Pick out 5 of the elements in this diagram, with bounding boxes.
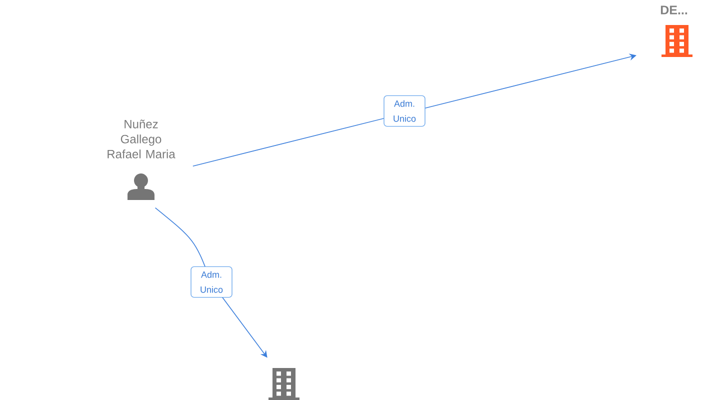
person-name: Nuñez Gallego Rafael Maria — [108, 120, 176, 158]
edge-label: Adm. Unico — [384, 95, 426, 127]
edge-label: Adm. Unico — [190, 266, 232, 298]
building-icon — [268, 368, 300, 400]
company-name: DE... — [660, 6, 688, 14]
